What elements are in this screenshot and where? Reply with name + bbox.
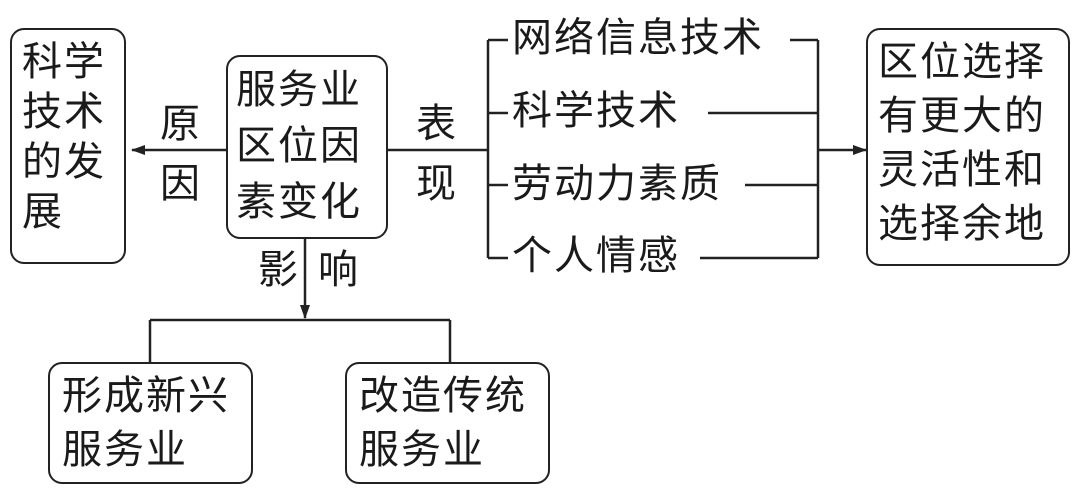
impact-new-line1: 形成新兴 — [62, 373, 230, 419]
factor-item: 个人情感 — [512, 233, 680, 279]
cause-box — [10, 28, 126, 264]
center-line2: 区位因 — [236, 123, 362, 169]
effect-label-2: 现 — [416, 161, 458, 207]
impact-box-new — [48, 362, 253, 484]
center-box — [226, 55, 388, 239]
factor-item: 劳动力素质 — [512, 161, 722, 207]
factor-item: 科学技术 — [512, 88, 680, 134]
impact-label-1: 影 — [258, 247, 300, 293]
factor-item: 网络信息技术 — [512, 15, 764, 61]
impact-traditional-line2: 服务业 — [359, 427, 485, 473]
result-line1: 区位选择 — [878, 39, 1046, 85]
cause-line3: 的发 — [22, 139, 106, 185]
impact-label-2: 响 — [318, 247, 360, 293]
cause-label-2: 因 — [160, 161, 202, 207]
effect-label-1: 表 — [416, 101, 458, 147]
cause-label-1: 原 — [160, 101, 202, 147]
result-box — [866, 28, 1070, 266]
impact-new-line2: 服务业 — [62, 427, 188, 473]
impact-box-traditional — [345, 362, 550, 484]
cause-line4: 展 — [22, 189, 64, 235]
center-line1: 服务业 — [236, 67, 362, 113]
result-line3: 灵活性和 — [878, 147, 1046, 193]
cause-line2: 技术 — [22, 89, 106, 135]
result-line2: 有更大的 — [878, 93, 1046, 139]
result-line4: 选择余地 — [878, 201, 1046, 247]
cause-line1: 科学 — [22, 39, 106, 85]
center-line3: 素变化 — [236, 179, 362, 225]
impact-traditional-line1: 改造传统 — [359, 373, 527, 419]
